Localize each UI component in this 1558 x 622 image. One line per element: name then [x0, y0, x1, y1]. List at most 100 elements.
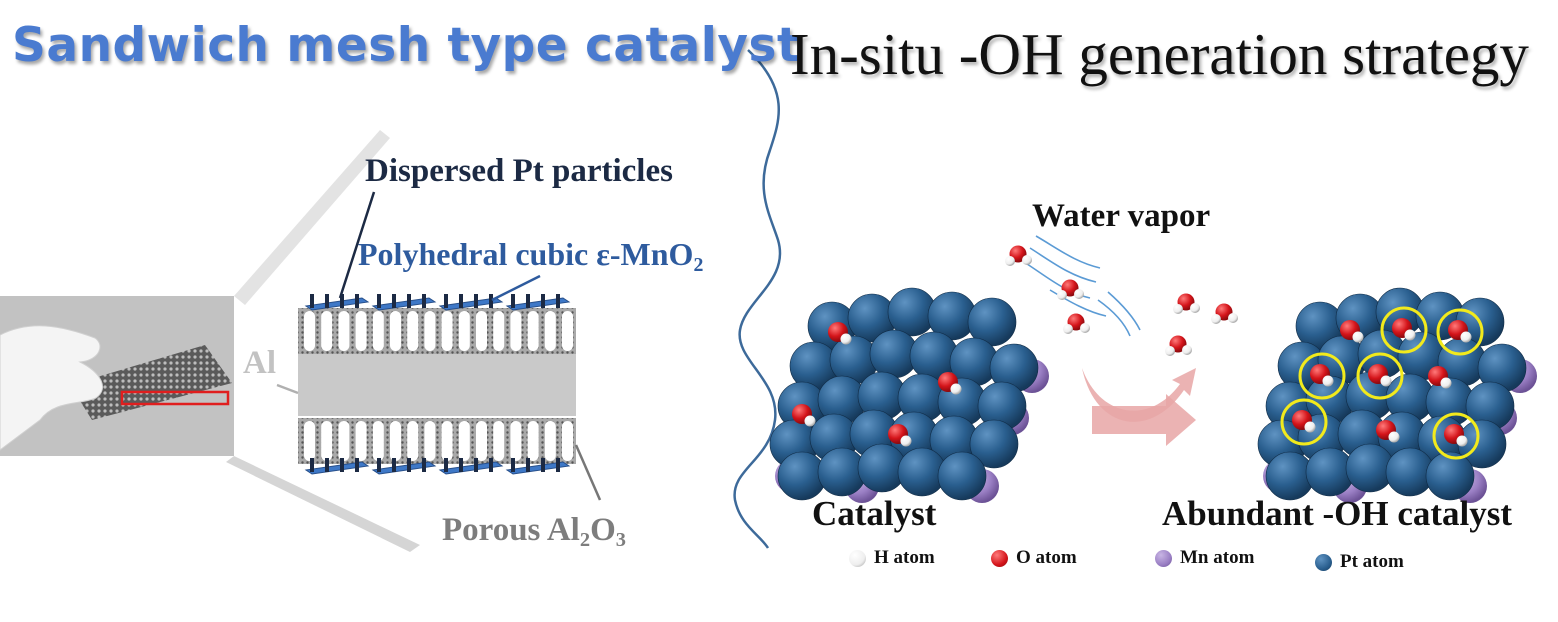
pore [338, 311, 350, 351]
pt-particle [511, 294, 515, 308]
pore [476, 311, 487, 351]
highlight-ring [1298, 352, 1346, 400]
legend-pt-atom: Pt atom [1315, 549, 1404, 575]
label-catalyst: Catalyst [812, 494, 937, 533]
legend-o-atom: O atom [991, 545, 1077, 571]
h-atom [1173, 304, 1183, 314]
pore [321, 311, 333, 351]
pt-particle [422, 294, 426, 308]
label-abundant-oh-catalyst: Abundant -OH catalyst [1162, 494, 1513, 533]
o-atom-icon [991, 549, 1008, 567]
pt-atom [937, 451, 987, 501]
pt-particle [444, 458, 448, 472]
pt-particle [474, 458, 478, 472]
porous-layer-top [298, 294, 576, 354]
title-sandwich-mesh: Sandwich mesh type catalyst [12, 18, 800, 73]
h-atom [1440, 377, 1452, 389]
catalyst-photo [0, 296, 234, 456]
h-atom [1228, 313, 1238, 323]
label-polyhedral-subscript: 2 [693, 253, 704, 276]
pore [562, 421, 573, 461]
h-atom [1388, 431, 1400, 443]
zoom-lines [226, 130, 420, 552]
pore [407, 421, 419, 461]
pore [321, 421, 333, 461]
h-atom [840, 333, 852, 345]
h-atom [1074, 289, 1084, 299]
pointer-pt [338, 191, 376, 299]
pore [355, 421, 367, 461]
pore [390, 421, 401, 461]
pt-particle [325, 294, 329, 308]
label-porous-mid: O [590, 512, 616, 548]
pointer-alumina [574, 444, 602, 501]
wavy-divider [733, 49, 782, 549]
label-polyhedral-mno2: Polyhedral cubic ε-MnO2 [358, 236, 703, 277]
highlight-ring [1436, 308, 1484, 356]
legend-mn-label: Mn atom [1180, 547, 1255, 568]
pore [424, 311, 436, 351]
h-atom [1380, 375, 1392, 387]
h-atom [1165, 346, 1175, 356]
pt-particle [392, 294, 396, 308]
pt-atom [1425, 451, 1475, 501]
label-dispersed-pt: Dispersed Pt particles [365, 153, 673, 189]
pore [544, 311, 556, 351]
h-atom [1182, 345, 1192, 355]
h-atom [1005, 256, 1015, 266]
pore [372, 311, 384, 351]
label-water-vapor: Water vapor [1032, 198, 1211, 234]
pore [390, 311, 401, 351]
pore [458, 421, 470, 461]
pore [527, 421, 539, 461]
pore [527, 311, 539, 351]
vapor-streaks [1023, 235, 1141, 337]
pt-particle [459, 458, 463, 472]
highlight-ring [1432, 412, 1480, 460]
label-porous-sub1: 2 [579, 529, 591, 552]
highlight-ring [1280, 398, 1328, 446]
water-molecules [1005, 245, 1238, 356]
pore [493, 421, 505, 461]
h-atom [1022, 255, 1032, 265]
h-atom [1304, 421, 1316, 433]
pt-particle [310, 294, 314, 308]
highlight-ring [1356, 352, 1404, 400]
al-core [298, 352, 576, 416]
h-atom-icon [849, 549, 866, 567]
label-al: Al [243, 345, 276, 381]
pore [476, 421, 487, 461]
pt-particle [422, 458, 426, 472]
legend-h-atom: H atom [849, 545, 935, 571]
pt-particle [355, 294, 359, 308]
process-arrow [1082, 368, 1196, 446]
pore [562, 311, 573, 351]
h-atom [1063, 324, 1073, 334]
pt-particle [459, 294, 463, 308]
pt-particle [355, 458, 359, 472]
h-atom [950, 383, 962, 395]
h-atom [1456, 435, 1468, 447]
pore [338, 421, 350, 461]
pt-particle [444, 294, 448, 308]
gloved-hand [0, 325, 103, 451]
catalyst-cluster [769, 287, 1049, 503]
pt-particle [377, 294, 381, 308]
label-porous-sub2: 3 [615, 529, 626, 552]
label-polyhedral-text: Polyhedral cubic ε-MnO [358, 236, 694, 272]
mn-atom-icon [1155, 549, 1172, 567]
highlight-ring [1380, 306, 1428, 354]
h-atom [1057, 290, 1067, 300]
pt-particle [392, 458, 396, 472]
h-atom [1190, 303, 1200, 313]
pore [493, 311, 505, 351]
pore [407, 311, 419, 351]
pore [424, 421, 436, 461]
h-atom [1460, 331, 1472, 343]
pt-particle [407, 458, 411, 472]
pt-particle [526, 294, 530, 308]
title-insitu-oh: In-situ -OH generation strategy [790, 21, 1529, 87]
h-atom [1404, 329, 1416, 341]
pore [441, 421, 453, 461]
